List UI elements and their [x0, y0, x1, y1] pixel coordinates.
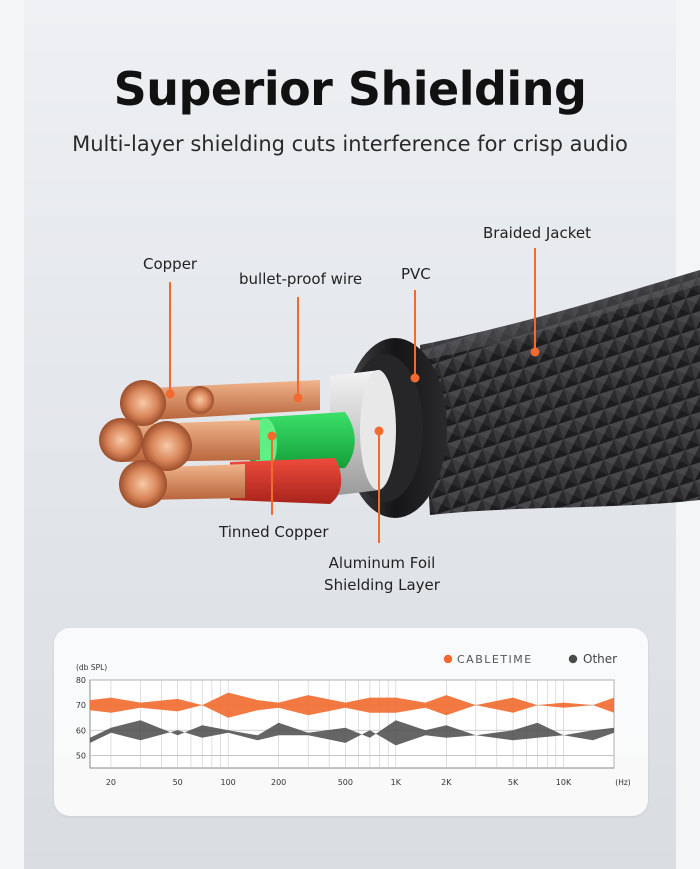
red-insulated-wire — [230, 458, 342, 504]
green-insulated-wire — [250, 412, 355, 472]
callout-leader-lines — [165, 248, 540, 543]
y-tick-label: 50 — [76, 751, 86, 760]
cable-cross-section-illustration — [99, 248, 700, 543]
copper-strand-end — [142, 421, 192, 471]
callout-braided-jacket: Braided Jacket — [483, 224, 591, 242]
callout-aluminum-foil-line1: Aluminum Foil — [328, 554, 436, 572]
y-tick-label: 60 — [76, 726, 86, 735]
callout-pvc: PVC — [401, 265, 431, 283]
frequency-response-card: 80 70 60 50 20 50 100 200 500 1K 2K 5K 10K (db SPL) (H… — [54, 628, 648, 816]
page-title: Superior Shielding — [113, 62, 587, 116]
callout-copper: Copper — [143, 255, 198, 273]
x-tick-label: 2K — [441, 778, 452, 787]
legend-marker-other — [568, 654, 578, 664]
page-subtitle: Multi-layer shielding cuts interference … — [72, 132, 628, 156]
legend-marker-cabletime — [443, 654, 453, 664]
y-tick-label: 70 — [76, 701, 86, 710]
x-tick-label: 200 — [271, 778, 286, 787]
callout-aluminum-foil-line2: Shielding Layer — [324, 576, 440, 594]
x-tick-label: 5K — [508, 778, 519, 787]
x-tick-label: 20 — [106, 778, 116, 787]
copper-strand-end — [120, 380, 166, 426]
x-tick-label: 50 — [173, 778, 183, 787]
legend-label-other: Other — [583, 652, 617, 666]
frequency-response-chart: 80 70 60 50 20 50 100 200 500 1K 2K 5K 10K (db SPL) (H… — [76, 652, 631, 787]
x-tick-label: 1K — [391, 778, 402, 787]
copper-strand-end — [186, 386, 214, 414]
x-axis-unit: (Hz) — [615, 778, 631, 787]
series-area-other — [90, 720, 614, 746]
callout-tinned-copper: Tinned Copper — [219, 523, 329, 541]
plot-frame — [89, 679, 615, 769]
left-margin — [0, 0, 24, 869]
legend-label-cabletime: CABLETIME — [457, 653, 533, 666]
x-tick-label: 100 — [221, 778, 236, 787]
x-tick-label: 500 — [338, 778, 353, 787]
braided-jacket — [420, 270, 700, 515]
callout-aluminum-foil: Aluminum Foil Shielding Layer — [316, 552, 448, 596]
y-tick-label: 80 — [76, 676, 86, 685]
copper-strand-bottom — [140, 464, 245, 500]
y-axis-label: (db SPL) — [76, 663, 107, 672]
x-tick-label: 10K — [556, 778, 572, 787]
copper-strand-end — [99, 418, 143, 462]
copper-strand-end — [119, 460, 167, 508]
callout-bullet-proof-wire: bullet-proof wire — [239, 270, 363, 288]
series-area-cabletime — [90, 692, 614, 718]
